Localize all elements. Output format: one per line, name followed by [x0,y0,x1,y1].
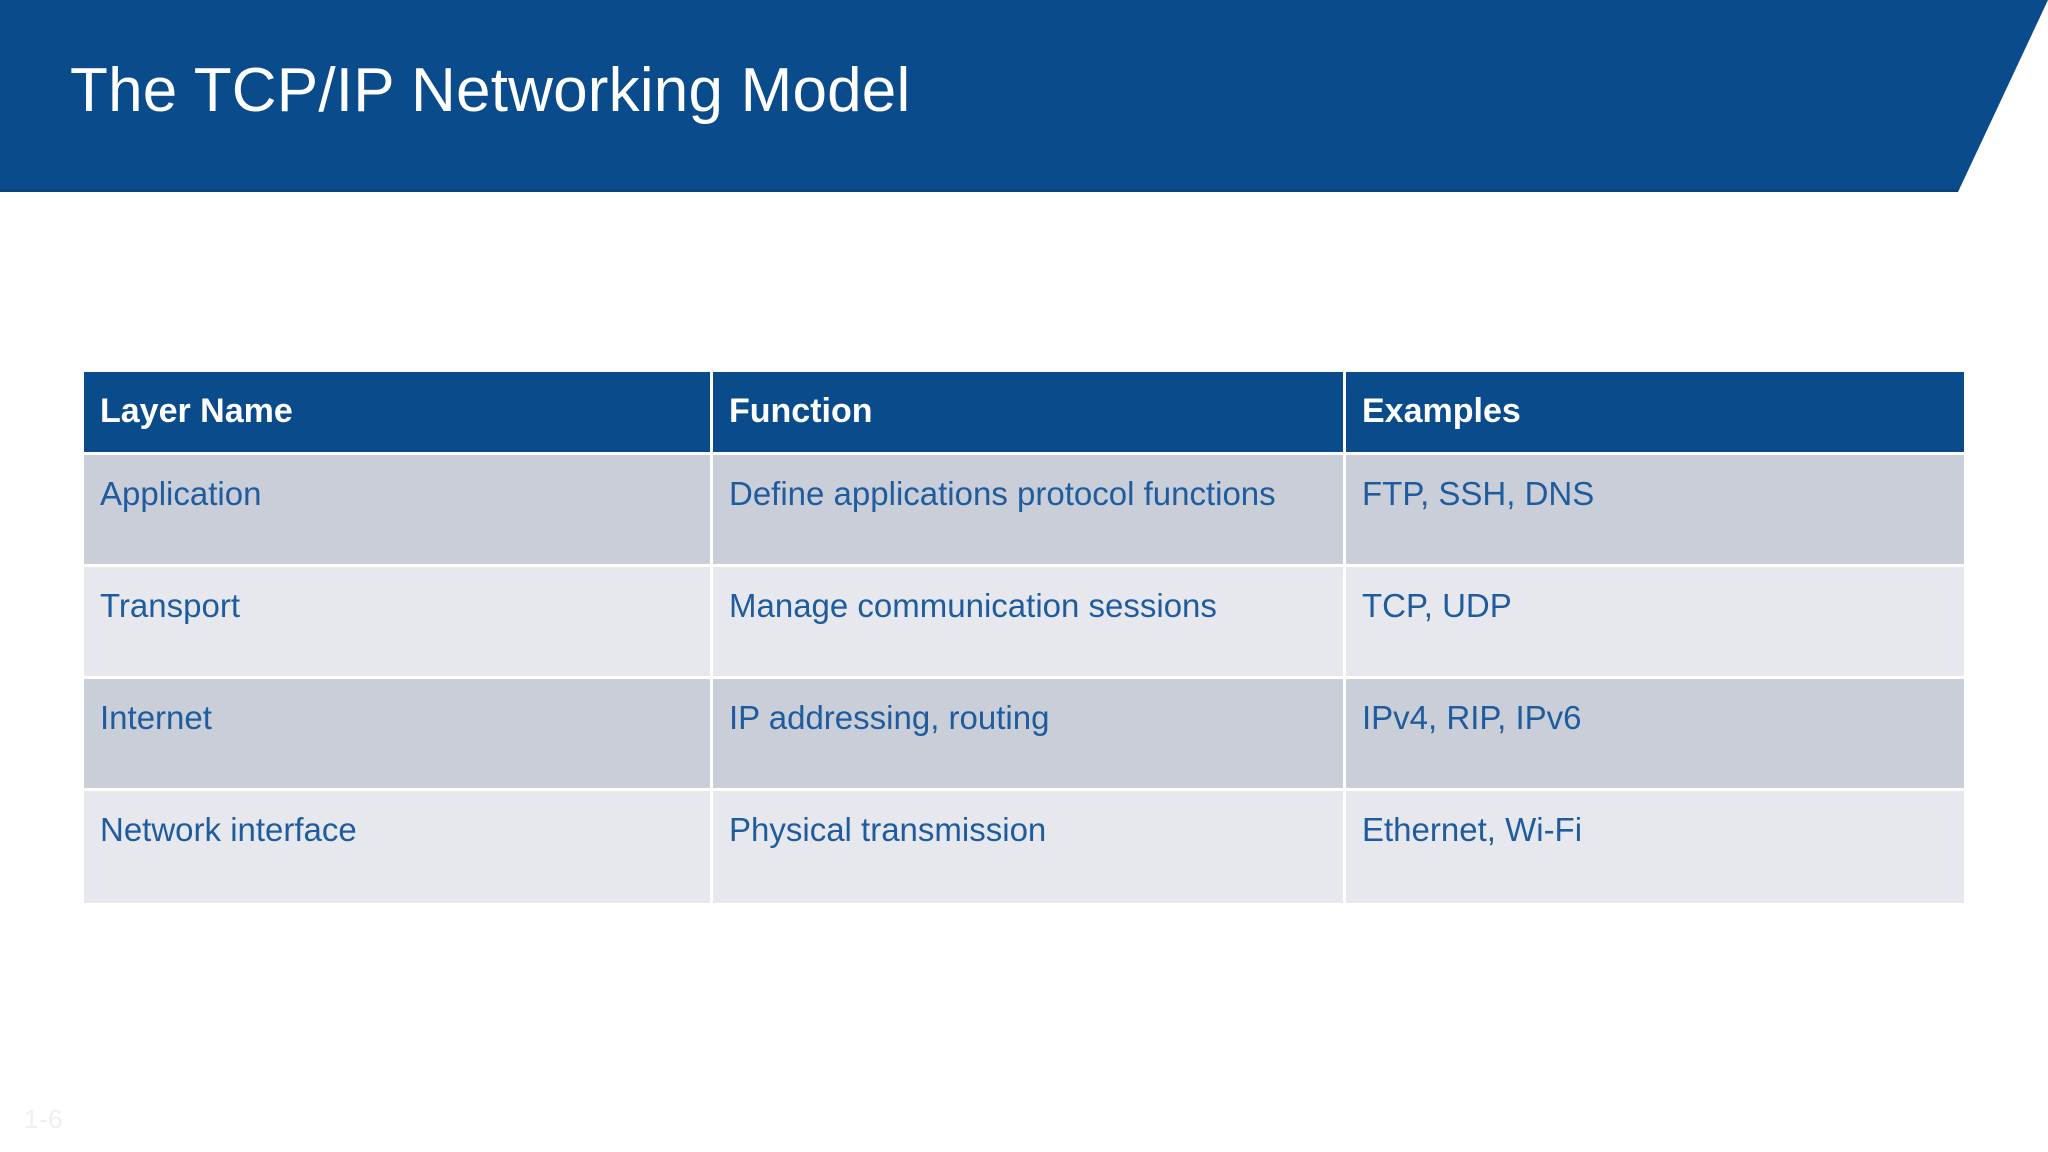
cell-layer-name: Internet [84,679,713,791]
table-row: Network interface Physical transmission … [84,791,1964,903]
cell-layer-name: Application [84,455,713,567]
title-banner: The TCP/IP Networking Model [0,0,2048,192]
cell-function: Manage communication sessions [713,567,1346,679]
column-header-examples: Examples [1346,372,1964,455]
table-row: Transport Manage communication sessions … [84,567,1964,679]
cell-function: Define applications protocol functions [713,455,1346,567]
cell-examples: TCP, UDP [1346,567,1964,679]
column-header-layer-name: Layer Name [84,372,713,455]
cell-function: Physical transmission [713,791,1346,903]
column-header-function: Function [713,372,1346,455]
cell-function: IP addressing, routing [713,679,1346,791]
table-row: Internet IP addressing, routing IPv4, RI… [84,679,1964,791]
tcpip-layers-table: Layer Name Function Examples Application… [84,372,1964,903]
page-title: The TCP/IP Networking Model [70,56,911,125]
cell-examples: IPv4, RIP, IPv6 [1346,679,1964,791]
cell-layer-name: Transport [84,567,713,679]
cell-layer-name: Network interface [84,791,713,903]
table-row: Application Define applications protocol… [84,455,1964,567]
table-header-row: Layer Name Function Examples [84,372,1964,455]
slide-number: 1-6 [24,1104,64,1134]
cell-examples: FTP, SSH, DNS [1346,455,1964,567]
cell-examples: Ethernet, Wi-Fi [1346,791,1964,903]
